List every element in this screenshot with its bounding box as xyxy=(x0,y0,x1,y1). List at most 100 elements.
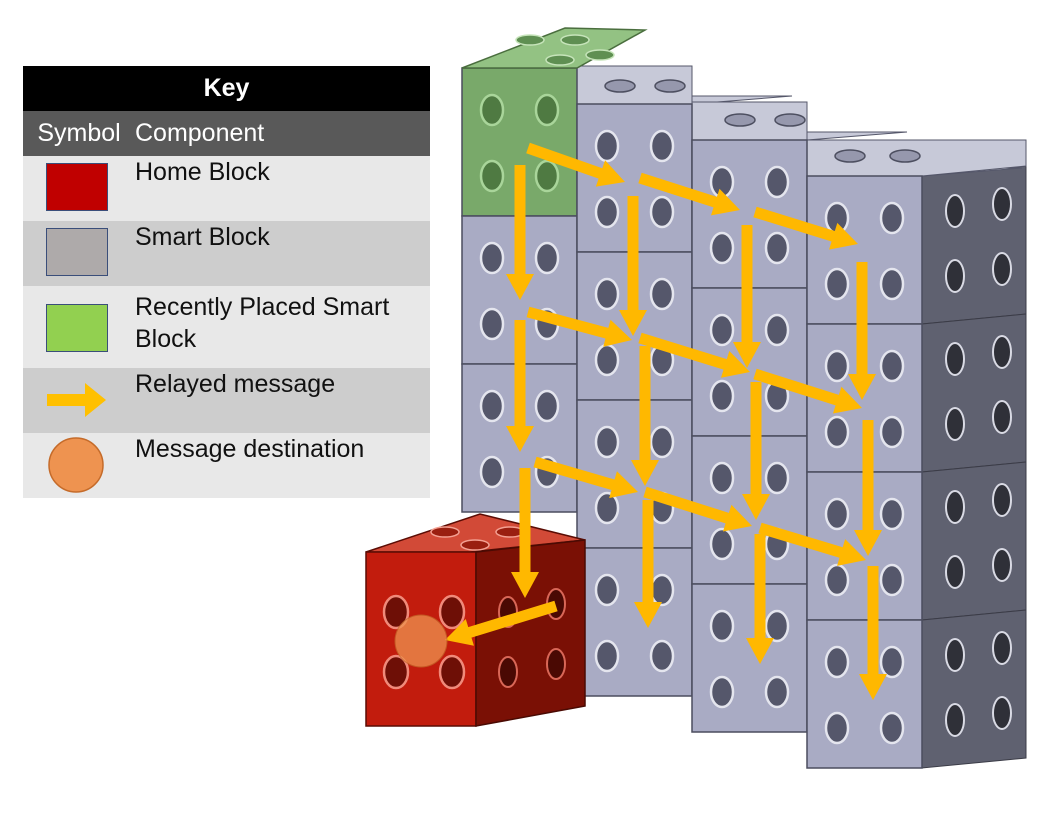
block-hole xyxy=(594,129,620,163)
wall-top-faces xyxy=(576,65,1027,177)
block-hole xyxy=(534,159,560,193)
relay-arrow-v xyxy=(506,320,534,452)
message-arrows xyxy=(445,142,887,700)
relay-arrow-h xyxy=(753,206,858,250)
block-hole xyxy=(824,563,850,597)
side-face xyxy=(921,313,1027,473)
block-hole xyxy=(824,415,850,449)
block-hole xyxy=(879,267,905,301)
smart-block-face xyxy=(576,399,693,549)
side-hole xyxy=(945,342,965,376)
block-hole xyxy=(879,415,905,449)
legend-header-component: Component xyxy=(135,119,265,147)
block-hole xyxy=(594,639,620,673)
side-face xyxy=(921,165,1027,325)
legend-destination-circle xyxy=(48,437,104,493)
relay-arrow-h xyxy=(638,332,750,378)
wall-right-side xyxy=(921,165,1027,769)
home-block-swatch xyxy=(46,163,108,211)
block-hole xyxy=(479,93,505,127)
legend-table: Key Symbol Component Home Block Smart Bl… xyxy=(23,66,430,498)
block-hole xyxy=(764,313,790,347)
legend-row-recent-block: Recently Placed Smart Block xyxy=(23,286,430,368)
legend-label-relayed-message: Relayed message xyxy=(135,370,336,398)
legend-label-smart-block: Smart Block xyxy=(135,223,270,251)
block-hole xyxy=(824,711,850,745)
relayed-message-arrow-icon xyxy=(47,383,106,417)
block-hole xyxy=(764,461,790,495)
block-hole xyxy=(709,379,735,413)
block-hole xyxy=(594,425,620,459)
block-hole xyxy=(649,129,675,163)
block-hole xyxy=(879,645,905,679)
legend-title: Key xyxy=(23,66,430,111)
block-hole xyxy=(479,241,505,275)
block-hole xyxy=(479,159,505,193)
side-hole xyxy=(992,483,1012,517)
side-face xyxy=(921,461,1027,621)
side-hole xyxy=(992,696,1012,730)
block-hole xyxy=(649,277,675,311)
block-hole xyxy=(594,343,620,377)
message-destination-marker xyxy=(394,614,448,668)
relay-arrow-to-home xyxy=(445,600,558,646)
relay-arrow-h xyxy=(643,486,752,532)
smart-block-face xyxy=(806,619,923,769)
block-hole xyxy=(649,425,675,459)
block-hole xyxy=(824,645,850,679)
home-block-hole xyxy=(382,654,410,690)
relay-arrow-v xyxy=(742,382,770,520)
relay-arrow-v xyxy=(631,346,659,486)
block-hole xyxy=(594,195,620,229)
legend-arrow-shape xyxy=(47,383,106,417)
block-hole xyxy=(879,349,905,383)
relay-arrow-h xyxy=(533,456,638,499)
side-hole xyxy=(992,548,1012,582)
side-hole xyxy=(945,703,965,737)
smart-block-face xyxy=(691,583,808,733)
relay-arrow-v xyxy=(733,225,761,368)
legend-label-home-block: Home Block xyxy=(135,158,270,186)
top-hole xyxy=(654,79,686,93)
block-hole xyxy=(534,389,560,423)
legend-header-symbol: Symbol xyxy=(37,119,121,147)
relay-arrow-h xyxy=(526,306,632,347)
block-hole xyxy=(594,277,620,311)
legend-row-destination: Message destination xyxy=(23,433,430,498)
block-hole xyxy=(649,639,675,673)
recent-top-hole xyxy=(560,34,590,46)
legend-label-destination: Message destination xyxy=(135,435,365,463)
block-wall xyxy=(461,27,1027,769)
legend-row-home-block: Home Block xyxy=(23,156,430,221)
relay-arrow-v xyxy=(848,262,876,400)
side-hole xyxy=(992,335,1012,369)
side-hole xyxy=(945,638,965,672)
legend-header-row: Symbol Component xyxy=(23,111,430,156)
block-hole xyxy=(534,93,560,127)
block-hole xyxy=(764,675,790,709)
home-block-hole xyxy=(438,594,466,630)
relay-arrow-v xyxy=(506,165,534,300)
destination-circle xyxy=(394,614,448,668)
block-hole xyxy=(824,349,850,383)
block-hole xyxy=(709,231,735,265)
relay-arrow-v xyxy=(619,196,647,336)
block-hole xyxy=(594,491,620,525)
recent-top-hole xyxy=(585,49,615,61)
home-top-hole xyxy=(430,526,460,538)
relay-arrow-v xyxy=(859,566,887,700)
home-side-hole xyxy=(546,648,566,680)
relay-arrow-v xyxy=(634,500,662,628)
smart-block-swatch xyxy=(46,228,108,276)
relay-arrow-h xyxy=(758,522,866,566)
relay-arrow-v xyxy=(854,420,882,556)
legend-label-recent-block: Recently Placed Smart Block xyxy=(135,293,390,353)
block-hole xyxy=(824,497,850,531)
block-hole xyxy=(479,307,505,341)
block-hole xyxy=(879,563,905,597)
block-hole xyxy=(479,389,505,423)
legend-row-relayed-message: Relayed message xyxy=(23,368,430,433)
home-side-hole xyxy=(498,656,518,688)
recent-block-swatch xyxy=(46,304,108,352)
